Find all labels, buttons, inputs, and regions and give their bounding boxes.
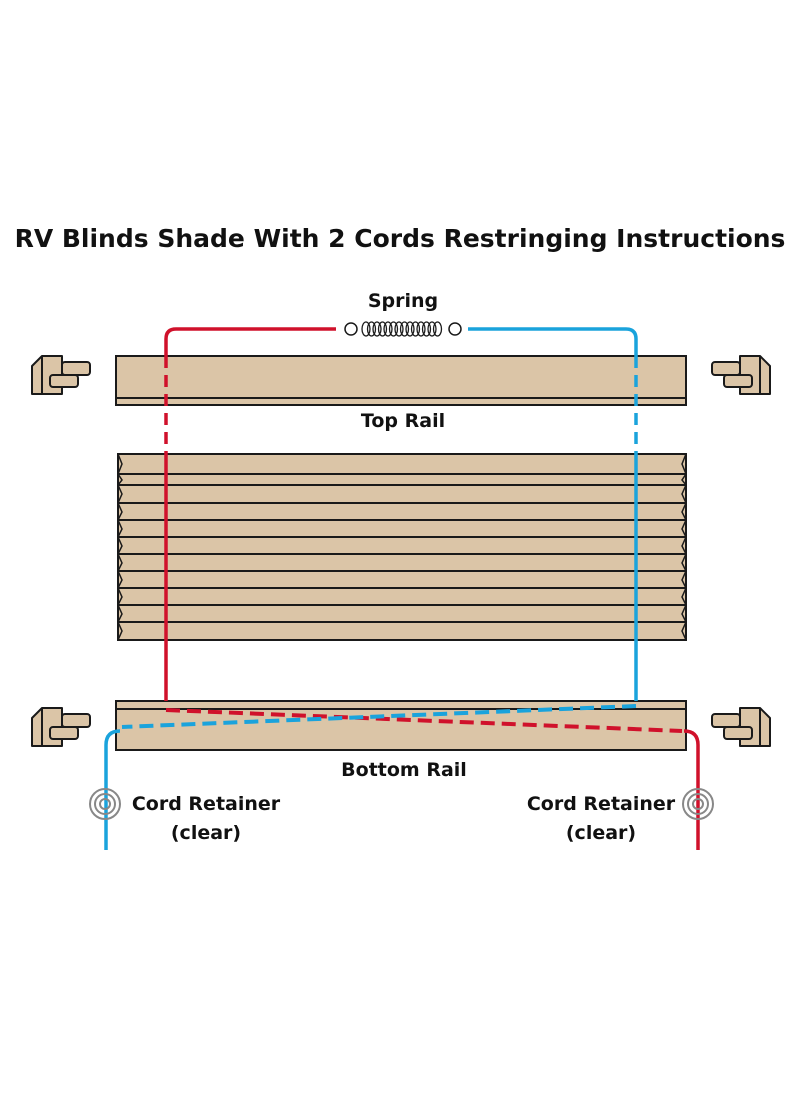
spring-coil xyxy=(399,321,410,337)
spring-coil xyxy=(394,321,404,337)
bottom-rail-label: Bottom Rail xyxy=(341,759,467,781)
spring-coil xyxy=(372,321,382,337)
bottom-rail xyxy=(115,700,687,751)
spring-coil xyxy=(361,321,371,337)
spring-coil xyxy=(383,321,393,337)
cord-retainer-right-line2: (clear) xyxy=(565,822,637,844)
cord-retainer-left-icon xyxy=(89,788,121,820)
shade-pleat-4 xyxy=(117,519,687,538)
bracket-bottom-left xyxy=(31,707,91,747)
cord-retainer-right-icon xyxy=(682,788,714,820)
shade-pleat-2 xyxy=(117,484,687,504)
blue-cord xyxy=(104,327,638,850)
cord-retainer-left-label: Cord Retainer (clear) xyxy=(126,790,286,848)
spring-coil xyxy=(388,321,399,337)
cord-retainer-right-label: Cord Retainer (clear) xyxy=(521,790,681,848)
shade-pleat-7 xyxy=(117,570,687,589)
spring-coil xyxy=(366,321,377,337)
cord-retainer-right-line1: Cord Retainer xyxy=(526,793,676,815)
spring-coil xyxy=(410,321,421,337)
bracket-top-left xyxy=(31,355,91,395)
shade-right-edge xyxy=(681,453,687,641)
shade-pleat-10 xyxy=(117,621,687,641)
cord-retainer-left-line1: Cord Retainer xyxy=(131,793,281,815)
spring-coil xyxy=(405,321,415,337)
spring-coil xyxy=(416,321,426,337)
top-rail xyxy=(115,355,687,406)
shade-top-pleat xyxy=(117,453,687,475)
shade-pleat-3 xyxy=(117,502,687,521)
top-rail-label: Top Rail xyxy=(360,410,446,432)
shade-pleat-9 xyxy=(117,604,687,623)
cord-retainer-left-line2: (clear) xyxy=(170,822,242,844)
pleated-shade xyxy=(117,453,687,641)
shade-pleat-6 xyxy=(117,553,687,572)
spring-label: Spring xyxy=(367,290,439,312)
spring-coil xyxy=(427,321,437,337)
shade-pleat-1 xyxy=(117,473,687,486)
shade-left-edge xyxy=(117,453,123,641)
spring-coil xyxy=(421,321,432,337)
page-title: RV Blinds Shade With 2 Cords Restringing… xyxy=(14,224,786,253)
spring-coil xyxy=(432,321,443,337)
shade-pleat-8 xyxy=(117,587,687,606)
shade-pleat-5 xyxy=(117,536,687,555)
spring xyxy=(344,321,462,337)
red-cord xyxy=(164,327,700,850)
spring-coil xyxy=(377,321,388,337)
bracket-top-right xyxy=(711,355,771,395)
bracket-bottom-right xyxy=(711,707,771,747)
